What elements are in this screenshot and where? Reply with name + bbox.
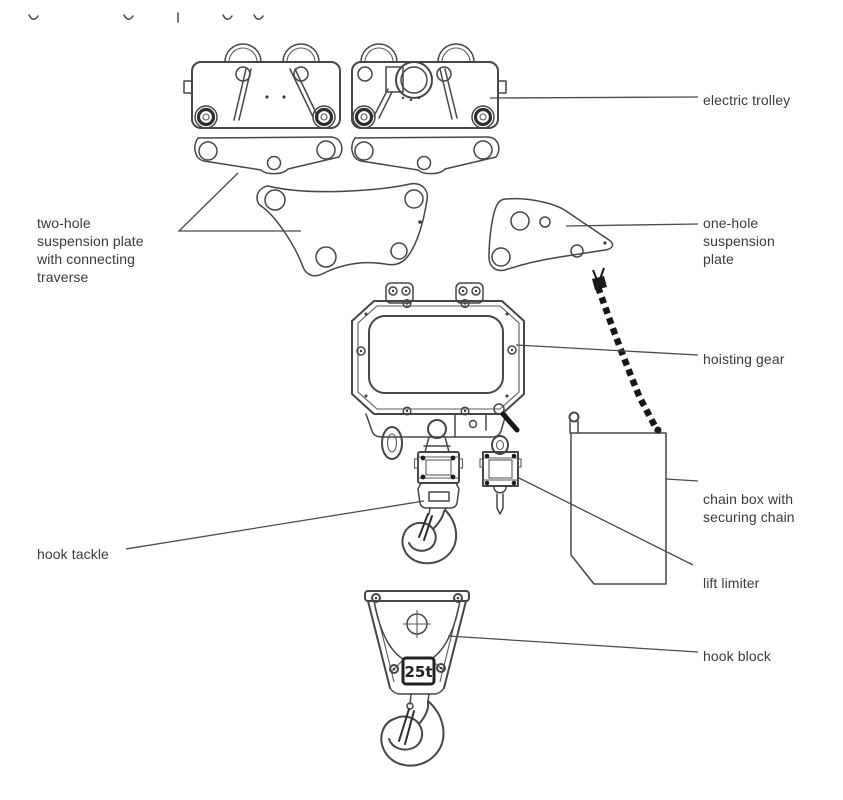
connecting-traverse-drawing bbox=[256, 182, 429, 277]
lift-limiter-drawing bbox=[479, 435, 522, 515]
leader-hoisting-gear bbox=[515, 344, 699, 356]
capacity-badge-plate bbox=[401, 656, 436, 686]
cropped-caption-fragments bbox=[28, 12, 264, 23]
label-lift-limiter: lift limiter bbox=[703, 575, 760, 591]
hook-block-drawing: 25t bbox=[364, 590, 470, 767]
leader-electric-trolley bbox=[489, 96, 699, 99]
hook-tackle-drawing bbox=[401, 451, 464, 565]
leader-hook-tackle bbox=[125, 500, 425, 550]
capacity-badge-text: 25t bbox=[404, 663, 432, 681]
trolley-wheel-hub bbox=[352, 105, 495, 129]
leader-two-hole-suspension bbox=[177, 172, 301, 232]
label-hoisting-gear: hoisting gear bbox=[703, 351, 785, 367]
leader-hook-block bbox=[447, 635, 699, 653]
leader-lines bbox=[125, 96, 699, 653]
trolley-motor bbox=[395, 61, 433, 99]
one-hole-suspension-plate-drawing bbox=[488, 197, 614, 272]
leader-lift-limiter bbox=[516, 476, 694, 566]
chain-box-eyelet bbox=[568, 411, 580, 423]
label-hook-block: hook block bbox=[703, 648, 771, 664]
electric-trolley-right-drawing bbox=[351, 43, 507, 129]
trolley-wheel-hub bbox=[194, 105, 336, 129]
label-hook-tackle: hook tackle bbox=[37, 546, 109, 562]
label-electric-trolley: electric trolley bbox=[703, 92, 791, 108]
label-two-hole-suspension-plate: two-hole suspension plate with connectin… bbox=[37, 215, 144, 285]
label-chain-box: chain box with securing chain bbox=[703, 491, 795, 525]
two-hole-suspension-plates-drawing bbox=[194, 136, 500, 175]
leader-chain-box bbox=[665, 478, 699, 482]
chain-box-drawing bbox=[568, 411, 667, 585]
leader-one-hole-suspension bbox=[565, 223, 699, 227]
label-one-hole-suspension-plate: one-hole suspension plate bbox=[703, 215, 775, 267]
securing-chain-drawing bbox=[592, 267, 662, 434]
electric-trolley-left-drawing bbox=[183, 43, 341, 129]
hoisting-gear-drawing bbox=[351, 282, 525, 460]
